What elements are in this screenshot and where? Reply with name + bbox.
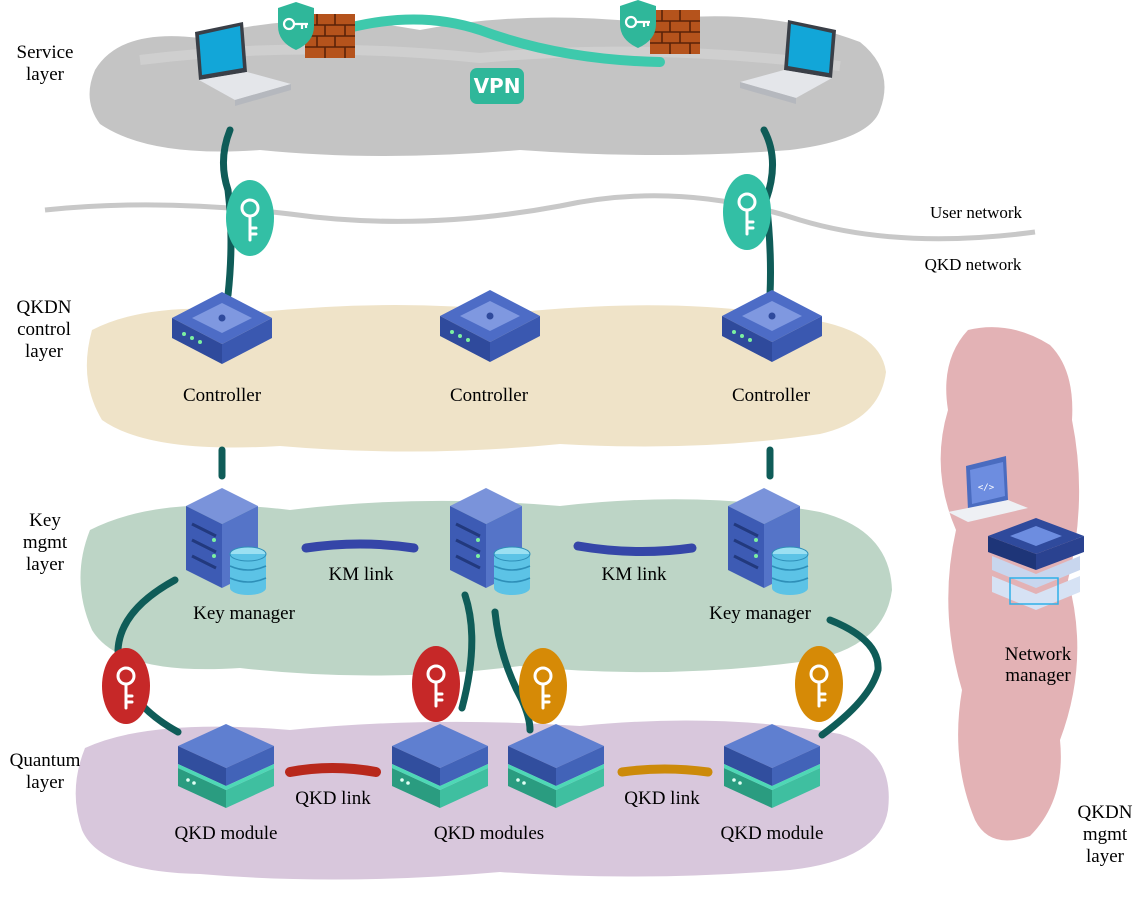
qkd-link-right [617, 764, 713, 777]
controller-label-left: Controller [183, 385, 262, 406]
key-icon-gold-center [519, 648, 567, 724]
controller-label-right: Controller [732, 385, 811, 406]
text-labels: Service layer QKDN control layer Key mgm… [10, 42, 1133, 867]
network-manager-server-icon [988, 518, 1084, 610]
km-link-right [573, 541, 697, 557]
qkd-network-label: QKD network [925, 255, 1022, 274]
service-layer-label-line2: layer [26, 64, 65, 85]
km-layer-label-line1: Key [29, 510, 61, 531]
network-manager-label-line2: manager [1005, 665, 1071, 686]
qkd-link-left [285, 763, 381, 777]
svg-text:VPN: VPN [474, 74, 521, 98]
key-icon-service-right [723, 174, 771, 250]
network-manager-monitor-icon: </> [948, 456, 1028, 522]
km-layer-label-line3: layer [26, 554, 65, 575]
firewall-right [649, 9, 701, 55]
quantum-band [75, 720, 889, 880]
vertical-links [114, 126, 882, 739]
svg-text:</>: </> [978, 483, 995, 493]
km-link-label-left: KM link [329, 564, 394, 585]
km-layer-label-line2: mgmt [23, 532, 68, 553]
key-icon-gold-right [795, 646, 843, 722]
control-layer-label-line1: QKDN [17, 297, 72, 318]
controller-label-center: Controller [450, 385, 529, 406]
key-icon-service-left [226, 180, 274, 256]
mgmt-layer-label-line3: layer [1086, 846, 1125, 867]
key-manager-label-right: Key manager [709, 603, 811, 624]
quantum-layer-label-line1: Quantum [10, 750, 81, 771]
qkd-module-label-right: QKD module [721, 823, 824, 844]
key-icon-red-center [412, 646, 460, 722]
control-layer-label-line3: layer [25, 341, 64, 362]
key-icon-red-left [102, 648, 150, 724]
control-band [86, 305, 886, 452]
vpn-badge: VPN [470, 68, 524, 104]
qkd-link-label-right: QKD link [624, 788, 700, 809]
quantum-layer-label-line2: layer [26, 772, 65, 793]
qkd-module-label-left: QKD module [175, 823, 278, 844]
km-link-label-right: KM link [602, 564, 667, 585]
user-network-label: User network [930, 203, 1023, 222]
qkd-module-label-center: QKD modules [434, 823, 544, 844]
qkd-link-label-left: QKD link [295, 788, 371, 809]
key-manager-label-left: Key manager [193, 603, 295, 624]
network-manager-label-line1: Network [1005, 644, 1072, 665]
user-network-line [44, 193, 1036, 242]
mgmt-layer-label-line2: mgmt [1083, 824, 1128, 845]
km-link-left [301, 539, 419, 553]
control-layer-label-line2: control [17, 319, 71, 340]
mgmt-layer-label-line1: QKDN [1078, 802, 1133, 823]
service-layer-label-line1: Service [17, 42, 74, 63]
vpn-tunnel [343, 14, 665, 67]
